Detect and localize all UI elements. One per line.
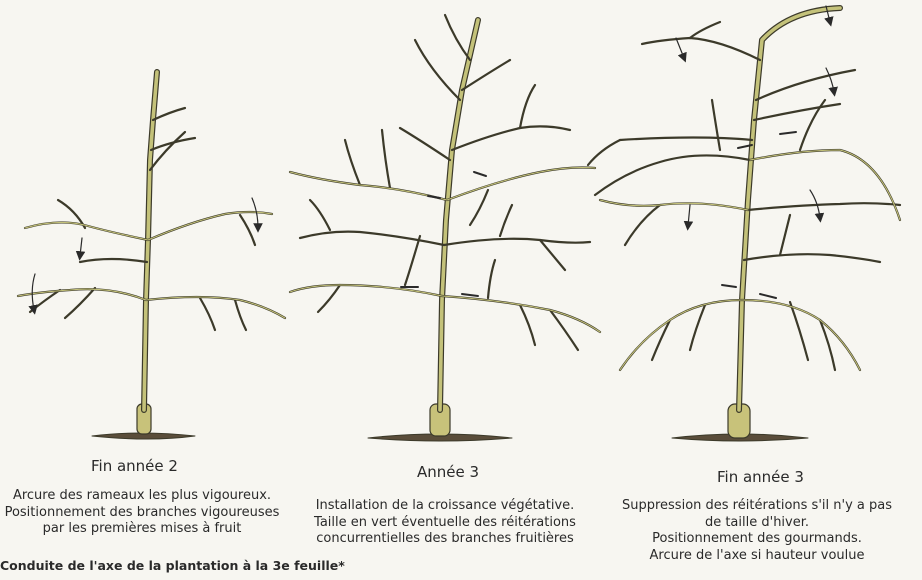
arrow-down — [80, 238, 82, 256]
arrow-down — [688, 205, 690, 226]
panel-caption-1: Arcure des rameaux les plus vigoureux. P… — [0, 488, 307, 538]
caption-line: Installation de la croissance végétative… — [290, 498, 600, 515]
arrow-down — [32, 274, 35, 310]
tree-fin-annee-2 — [18, 72, 285, 439]
arrow-down — [826, 68, 834, 92]
cut-mark — [722, 285, 736, 287]
cut-mark — [760, 294, 776, 298]
figure-footer: Conduite de l'axe de la plantation à la … — [0, 558, 345, 573]
panel-title-2: Année 3 — [417, 463, 479, 481]
caption-line: Taille en vert éventuelle des réitératio… — [290, 515, 600, 532]
caption-line: Positionnement des gourmands. — [592, 531, 922, 548]
caption-line: Suppression des réitérations s'il n'y a … — [592, 498, 922, 515]
caption-line: Arcure de l'axe si hauteur voulue — [592, 548, 922, 565]
caption-line: Arcure des rameaux les plus vigoureux. — [0, 488, 307, 505]
caption-line: concurrentielles des branches fruitières — [290, 531, 600, 548]
caption-line: Positionnement des branches vigoureuses — [0, 505, 307, 522]
cut-mark — [780, 132, 796, 134]
cut-mark — [474, 172, 486, 176]
caption-line: de taille d'hiver. — [592, 515, 922, 532]
cut-mark — [428, 196, 440, 198]
panel-title-3: Fin année 3 — [717, 468, 804, 486]
tree-fin-annee-3 — [588, 6, 900, 441]
panel-caption-2: Installation de la croissance végétative… — [290, 498, 600, 548]
panel-caption-3: Suppression des réitérations s'il n'y a … — [592, 498, 922, 564]
caption-line: par les premières mises à fruit — [0, 521, 307, 538]
panel-title-1: Fin année 2 — [91, 457, 178, 475]
arrow-down — [676, 38, 684, 58]
tree-annee-3 — [290, 15, 600, 441]
cut-mark — [462, 294, 478, 296]
